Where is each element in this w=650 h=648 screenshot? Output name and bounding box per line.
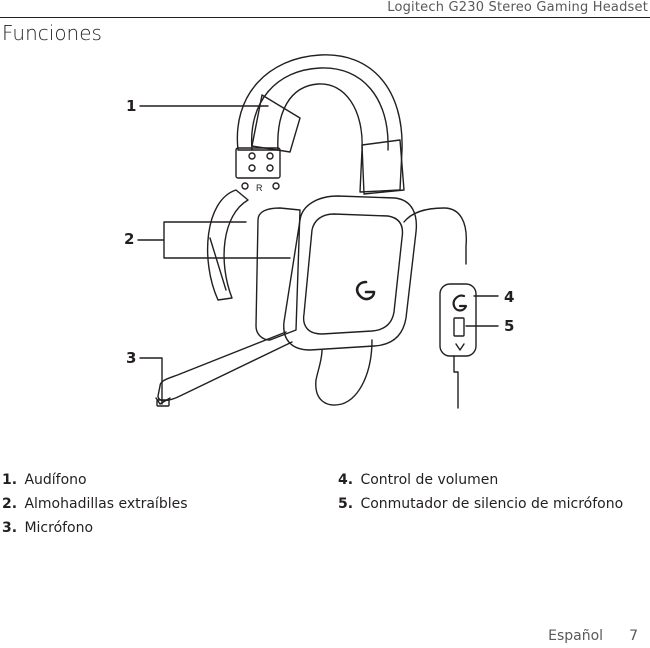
section-title: Funciones — [2, 21, 102, 45]
callout-5: 5 — [504, 317, 515, 335]
list-item: 2. Almohadillas extraíbles — [2, 496, 188, 512]
features-list-left: 1. Audífono 2. Almohadillas extraíbles 3… — [2, 468, 188, 540]
ear-marking: R — [256, 183, 263, 193]
callout-3: 3 — [126, 349, 137, 367]
microphone-boom — [157, 331, 293, 402]
callout-2: 2 — [124, 230, 135, 248]
hinge-block — [235, 147, 281, 179]
leader-line-3 — [139, 357, 163, 405]
footer: Español 7 — [548, 628, 638, 644]
list-item: 4. Control de volumen — [338, 472, 499, 488]
earpad — [255, 207, 301, 341]
page-number: 7 — [629, 628, 638, 644]
earcup — [283, 195, 418, 351]
list-item: 5. Conmutador de silencio de micrófono — [338, 496, 624, 512]
list-item: 3. Micrófono — [2, 520, 94, 536]
list-item: 1. Audífono — [2, 472, 87, 488]
header-title: Logitech G230 Stereo Gaming Headset — [387, 0, 648, 15]
header-rule — [0, 17, 650, 18]
headband — [236, 54, 403, 193]
headset-illustration: R — [137, 54, 499, 409]
callout-1: 1 — [126, 97, 137, 115]
footer-language: Español — [548, 628, 604, 644]
features-list-right: 4. Control de volumen 5. Conmutador de s… — [338, 468, 623, 516]
leader-line-2 — [137, 221, 291, 259]
inline-remote — [439, 283, 477, 357]
callout-4: 4 — [504, 288, 515, 306]
